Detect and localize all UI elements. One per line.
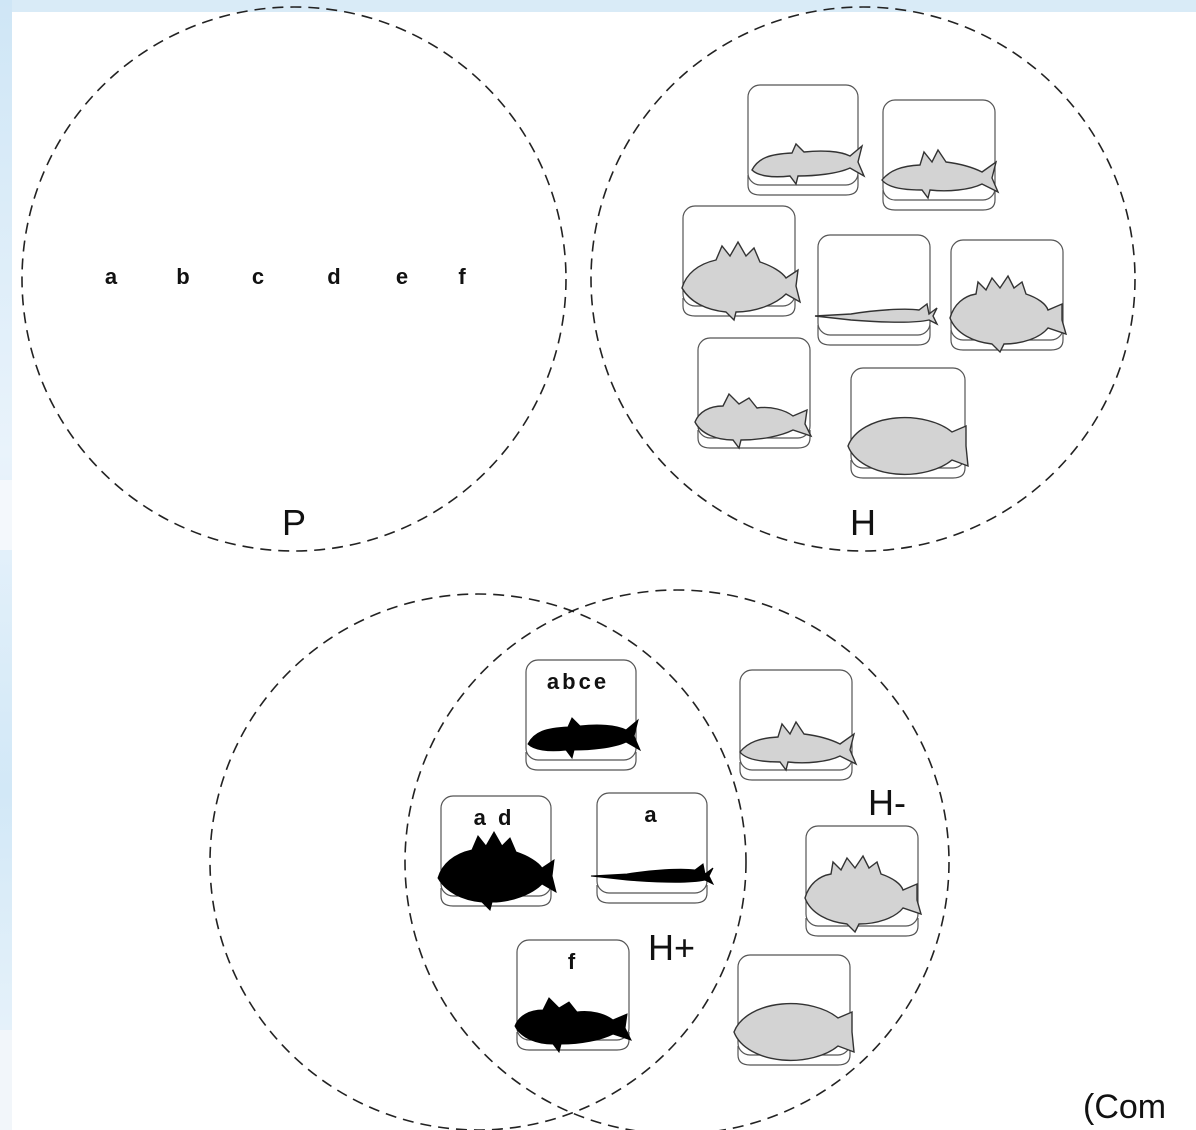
p-item: b xyxy=(176,264,189,289)
set-label-h-minus: H- xyxy=(868,782,906,823)
uncovered-fish-card xyxy=(739,669,857,781)
covered-label: f xyxy=(568,949,578,974)
h-fish-cards xyxy=(681,84,1067,479)
p-item: a xyxy=(105,264,118,289)
h-minus-cards xyxy=(733,669,922,1066)
covered-fish-card: a xyxy=(590,792,714,904)
set-label-h-plus: H+ xyxy=(648,927,695,968)
covered-label: a d xyxy=(474,805,515,830)
lower-p-circle xyxy=(209,593,747,1130)
covered-label: abce xyxy=(547,669,609,694)
uncovered-fish-card xyxy=(804,825,922,937)
covered-label: a xyxy=(644,802,659,827)
set-label-h: H xyxy=(850,502,876,543)
set-h-circle xyxy=(590,6,1136,552)
fish-card xyxy=(694,337,812,449)
fish-card xyxy=(814,234,938,346)
p-item: c xyxy=(252,264,264,289)
fish-card xyxy=(681,205,801,321)
covered-fish-card: f xyxy=(514,939,632,1053)
fish-card xyxy=(949,239,1067,353)
set-p-circle xyxy=(21,6,567,552)
covered-fish-card: a d xyxy=(437,795,557,911)
uncovered-fish-card xyxy=(733,954,855,1066)
left-strip-gap xyxy=(0,1030,12,1130)
fish-card xyxy=(881,99,999,211)
fish-card xyxy=(847,367,969,479)
p-elements: a b c d e f xyxy=(105,264,466,289)
p-item: e xyxy=(396,264,408,289)
caption-fragment: (Com xyxy=(1083,1088,1166,1126)
lower-h-circle xyxy=(404,589,950,1130)
p-item: f xyxy=(458,264,466,289)
fish-card xyxy=(747,84,865,196)
set-label-p: P xyxy=(282,502,306,543)
covered-fish-card: abce xyxy=(525,659,641,771)
p-item: d xyxy=(327,264,340,289)
left-strip-gap xyxy=(0,480,12,550)
h-plus-cards: abce a d a f xyxy=(437,659,714,1053)
left-edge-strip xyxy=(0,0,12,1130)
